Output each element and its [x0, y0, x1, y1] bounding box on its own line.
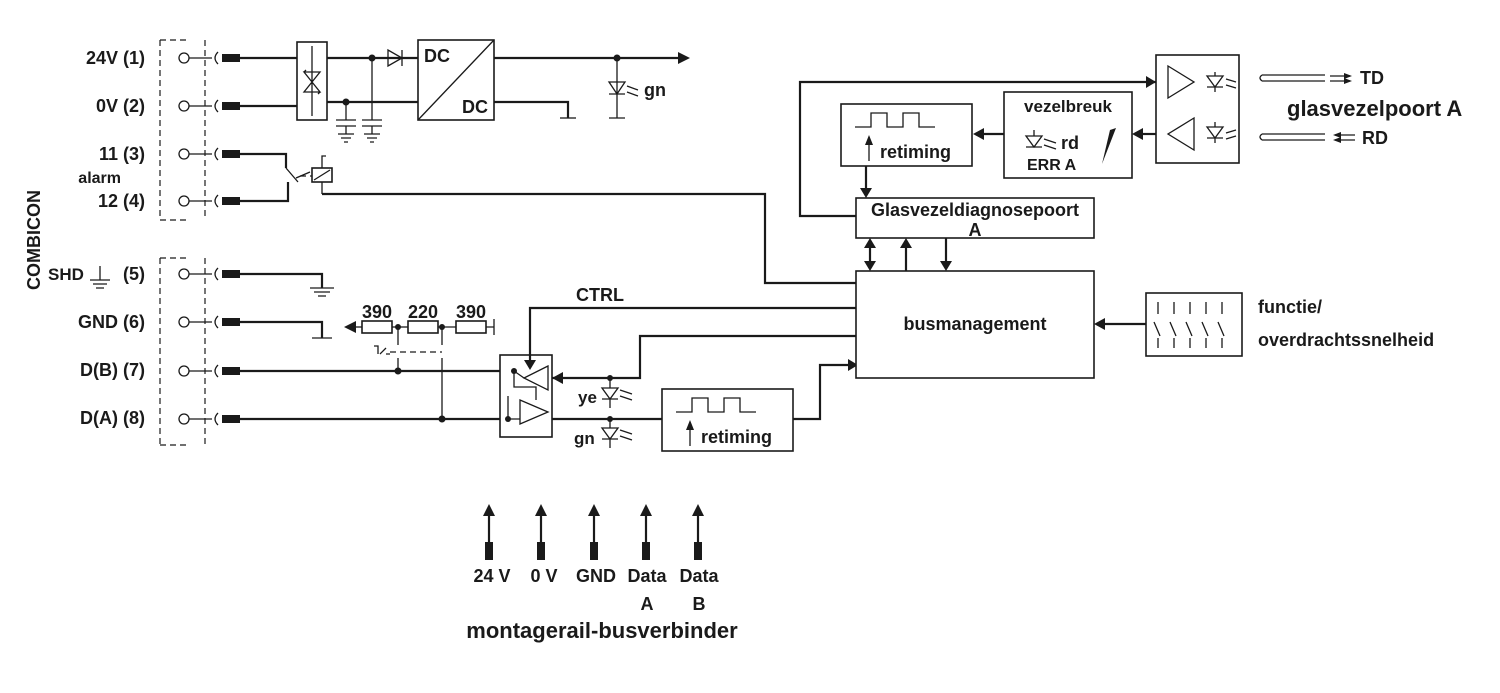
rx-photodiode-icon	[1205, 122, 1237, 143]
rs485-transceiver: CTRL ye gn	[240, 285, 856, 448]
terminal-label-4: 12 (4)	[98, 191, 145, 211]
terminal-label-7: D(B) (7)	[80, 360, 145, 380]
terminal-label-5: (5)	[123, 264, 145, 284]
retiming-bottom-label: retiming	[701, 427, 772, 447]
power-led-icon	[607, 81, 639, 97]
ye-led-label: ye	[578, 388, 597, 407]
resistor-label-1: 390	[362, 302, 392, 322]
combicon-connector: COMBICON 24V (1) 0V (2) 11 (3) alarm 12 …	[24, 39, 240, 446]
shield-ground-icon	[90, 266, 110, 289]
ye-led-icon	[600, 387, 633, 408]
diagnose-label-line2: A	[969, 220, 982, 240]
bus-connector-title: montagerail-busverbinder	[466, 618, 738, 643]
dinrail-bus-connector: 24 V 0 V GND Data A Data B montagerail-b…	[466, 504, 738, 643]
busmanagement-block: busmanagement	[855, 270, 1095, 379]
alarm-label: alarm	[78, 170, 121, 187]
bus-pin-sublabel-data-b: B	[693, 594, 706, 614]
resistor-label-3: 390	[456, 302, 486, 322]
bus-pin-label-24v: 24 V	[473, 566, 510, 586]
shield-and-ground	[240, 272, 334, 339]
td-label: TD	[1360, 68, 1384, 88]
retiming-bottom: retiming	[661, 359, 858, 452]
gn-led-icon	[600, 427, 633, 448]
rd-label: rd	[1061, 133, 1079, 153]
retiming-top: retiming	[840, 103, 973, 198]
retiming-top-label: retiming	[880, 142, 951, 162]
bus-pin-label-data-b: Data	[679, 566, 719, 586]
alarm-relay	[240, 152, 858, 285]
terminal-label-8: D(A) (8)	[80, 408, 145, 428]
dc-top-label: DC	[424, 46, 450, 66]
fiber-break-block: vezelbreuk rd ERR A	[973, 91, 1156, 179]
termination-resistors: 390 220 390	[344, 302, 495, 419]
power-supply: DC DC gn	[240, 39, 690, 143]
shd-label: SHD	[48, 265, 84, 284]
terminal-pins	[178, 51, 240, 426]
tx-led-icon	[1205, 72, 1237, 92]
rd-led-icon	[1024, 130, 1057, 150]
terminal-label-2: 0V (2)	[96, 96, 145, 116]
bus-pin-label-data-a: Data	[627, 566, 667, 586]
busmanagement-label: busmanagement	[903, 314, 1046, 334]
vezelbreuk-label: vezelbreuk	[1024, 97, 1112, 116]
combicon-title: COMBICON	[24, 190, 44, 290]
err-label: ERR A	[1027, 157, 1077, 174]
break-icon	[1102, 128, 1116, 164]
bus-pin-label-gnd: GND	[576, 566, 616, 586]
bus-pin-24v: 24 V	[473, 504, 511, 586]
bus-pin-0v: 0 V	[530, 504, 558, 586]
dip-label-line1: functie/	[1258, 297, 1322, 317]
bus-pin-data-b: Data B	[679, 504, 719, 614]
port-title: glasvezelpoort A	[1287, 96, 1462, 121]
rd-port-label: RD	[1362, 128, 1388, 148]
terminal-label-6: GND (6)	[78, 312, 145, 332]
gn-led-label: gn	[574, 429, 595, 448]
optical-transceiver	[798, 54, 1240, 218]
power-led-label: gn	[644, 80, 666, 100]
fiber-diagnose-block: Glasvezeldiagnosepoort A	[855, 197, 1095, 271]
bus-pin-sublabel-data-a: A	[641, 594, 654, 614]
resistor-label-2: 220	[408, 302, 438, 322]
dip-switch[interactable]: functie/ overdrachtssnelheid	[1094, 292, 1434, 357]
terminal-label-1: 24V (1)	[86, 48, 145, 68]
bus-pin-label-0v: 0 V	[530, 566, 557, 586]
dc-bottom-label: DC	[462, 97, 488, 117]
diagnose-label-line1: Glasvezeldiagnosepoort	[871, 200, 1079, 220]
bus-pin-gnd: GND	[576, 504, 616, 586]
fiber-port: TD glasvezelpoort A RD	[1259, 68, 1462, 148]
bus-pin-data-a: Data A	[627, 504, 667, 614]
series-diode-icon	[387, 48, 404, 68]
terminal-label-3: 11 (3)	[99, 144, 145, 164]
ctrl-label: CTRL	[576, 285, 624, 305]
dip-label-line2: overdrachtssnelheid	[1258, 330, 1434, 350]
